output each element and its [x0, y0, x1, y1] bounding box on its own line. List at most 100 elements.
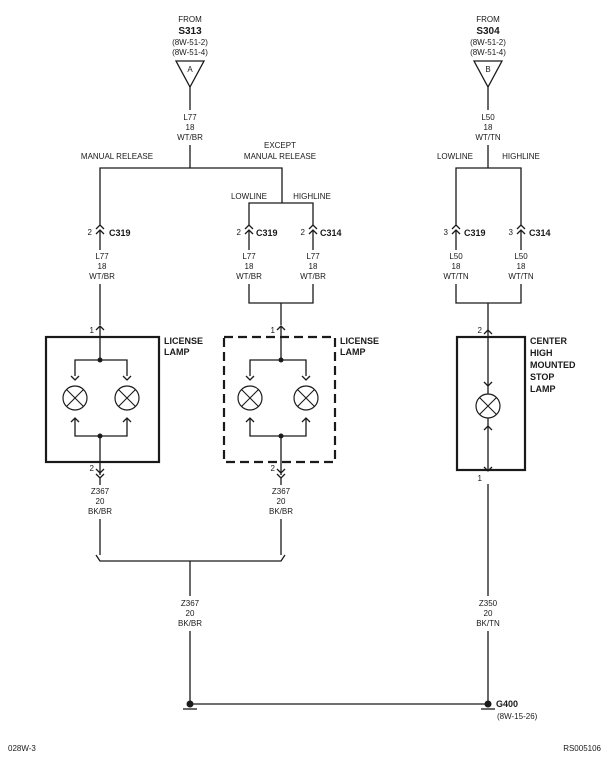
source-s313: FROM S313 (8W-51-2) (8W-51-4) A — [172, 15, 208, 89]
branch-bar-left — [99, 167, 283, 175]
pin-symbol — [483, 466, 493, 472]
lamp-label-line3: MOUNTED — [530, 360, 576, 370]
pin-top: 1 — [90, 326, 95, 335]
pin-symbol — [245, 417, 311, 423]
pin-bottom: 2 — [271, 464, 276, 473]
wire-color: WT/BR — [300, 272, 326, 281]
pin-top: 2 — [478, 326, 483, 335]
wire-l50-color: WT/TN — [475, 133, 501, 142]
lamp-box — [44, 335, 161, 464]
join-bar-right — [455, 284, 522, 304]
connector-c319-1: 2 C319 — [88, 224, 131, 250]
ground-dot — [186, 700, 194, 708]
source-a-letter: A — [187, 65, 193, 74]
wire-l77-gauge: 18 — [186, 123, 195, 132]
main-wires: L77 18 WT/BR L50 18 WT/TN — [177, 87, 501, 160]
connector-c314-2: 3 C314 — [509, 224, 551, 250]
wire-l77-color: WT/BR — [177, 133, 203, 142]
wire-circuit: L77 — [306, 252, 320, 261]
wire-circuit: Z367 — [181, 599, 200, 608]
connector-name: C314 — [320, 228, 342, 238]
lamp-wiring — [74, 418, 128, 437]
connector-name: C319 — [256, 228, 278, 238]
wire-color: WT/TN — [443, 272, 469, 281]
pin-bottom: 1 — [478, 474, 483, 483]
pin-symbol — [245, 375, 311, 381]
lamp-label-line4: STOP — [530, 372, 554, 382]
source-b-letter: B — [485, 65, 490, 74]
wire-gauge: 20 — [484, 609, 493, 618]
wire-circuit: L77 — [242, 252, 256, 261]
connector-c314-1: 2 C314 — [301, 224, 342, 250]
lamp-wiring — [249, 359, 307, 376]
footer-right: RS005106 — [563, 744, 601, 753]
pin-bottom: 2 — [90, 464, 95, 473]
wire-color: BK/BR — [88, 507, 112, 516]
wire-color: BK/BR — [178, 619, 202, 628]
wire-circuit: L50 — [449, 252, 463, 261]
ground-dot — [484, 700, 492, 708]
wire-gauge: 18 — [517, 262, 526, 271]
wire-color: WT/BR — [236, 272, 262, 281]
lamp-label-line5: LAMP — [530, 384, 556, 394]
highline-label-b: HIGHLINE — [502, 152, 540, 161]
bulb-cross — [118, 389, 136, 407]
lamp-label-line1: CENTER — [530, 336, 568, 346]
pin-symbol — [70, 417, 132, 423]
bulb-cross — [66, 389, 84, 407]
center-high-mounted-stop-lamp: 2 1 CENTER HIGH MOUNTED STOP LAMP — [455, 326, 576, 483]
wire-l77-circuit: L77 — [183, 113, 197, 122]
lamp-label-line1: LICENSE — [340, 336, 379, 346]
ground-wires: Z367 20 BK/BR Z367 20 BK/BR Z367 20 BK/B… — [88, 478, 538, 721]
manual-release-label: MANUAL RELEASE — [81, 152, 153, 161]
pin-symbol — [70, 375, 132, 381]
bulb-cross — [297, 389, 315, 407]
source-a-from: FROM — [178, 15, 202, 24]
wire-circuit: Z350 — [479, 599, 498, 608]
lamp-wiring — [249, 418, 307, 437]
lowline-label-b: LOWLINE — [437, 152, 473, 161]
ground-name: G400 — [496, 699, 518, 709]
connector-name: C319 — [109, 228, 131, 238]
wire-color: WT/BR — [89, 272, 115, 281]
license-lamp-1: 1 2 LICENSE LAMP — [44, 325, 203, 479]
pin-symbol — [483, 425, 493, 431]
lamp-box — [222, 335, 337, 464]
connectors: 2 C319 2 C319 2 C314 3 C319 3 — [88, 224, 551, 250]
connector-pin: 3 — [444, 228, 449, 237]
lamp-label-line2: LAMP — [340, 347, 366, 357]
connector-pin: 2 — [88, 228, 93, 237]
source-b-ref1: (8W-51-2) — [470, 38, 506, 47]
pin-symbol — [483, 381, 493, 387]
connector-pin: 3 — [509, 228, 514, 237]
join-bar-mid — [248, 284, 314, 304]
wire-l50-circuit: L50 — [481, 113, 495, 122]
wire-gauge: 20 — [277, 497, 286, 506]
source-a-triangle — [174, 60, 206, 89]
source-b-from: FROM — [476, 15, 500, 24]
ground-ref: (8W-15-26) — [497, 712, 538, 721]
lamp-label-line2: LAMP — [164, 347, 190, 357]
wire-circuit: Z367 — [272, 487, 291, 496]
wire-gauge: 18 — [309, 262, 318, 271]
source-a-ref2: (8W-51-4) — [172, 48, 208, 57]
license-lamp-2: 1 2 LICENSE LAMP — [222, 325, 379, 479]
wire-color: BK/BR — [269, 507, 293, 516]
wire-gauge: 18 — [245, 262, 254, 271]
wire-color: BK/TN — [476, 619, 500, 628]
source-b-ref2: (8W-51-4) — [470, 48, 506, 57]
footer-left: 028W-3 — [8, 744, 36, 753]
wire-color: WT/TN — [508, 272, 534, 281]
connector-c319-2: 2 C319 — [237, 224, 278, 250]
bulb-cross — [479, 397, 497, 415]
wire-gauge: 18 — [452, 262, 461, 271]
source-b-splice: S304 — [476, 26, 500, 37]
lamp-box — [455, 335, 527, 472]
lowline-label-a: LOWLINE — [231, 192, 267, 201]
source-a-splice: S313 — [178, 26, 202, 37]
source-a-ref1: (8W-51-2) — [172, 38, 208, 47]
branch-top: MANUAL RELEASE EXCEPT MANUAL RELEASE LOW… — [81, 141, 540, 225]
wire-circuit: L77 — [95, 252, 109, 261]
wire-circuit: Z367 — [91, 487, 110, 496]
